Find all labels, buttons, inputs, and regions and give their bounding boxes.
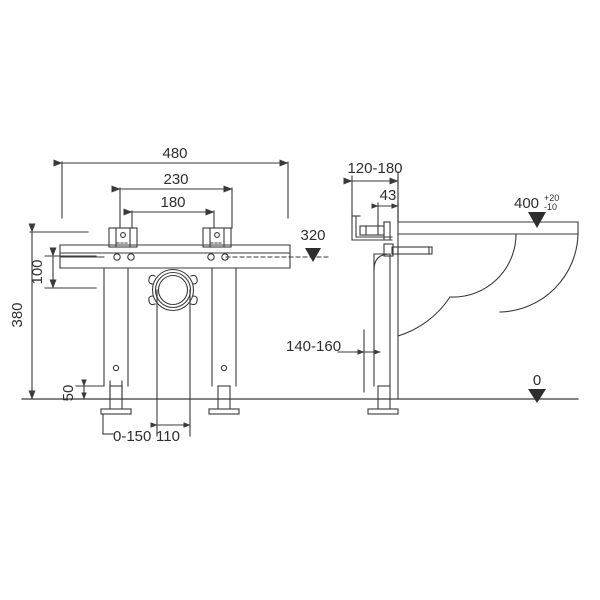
datum-marker-320 xyxy=(305,248,321,262)
dim-line-43 xyxy=(371,202,399,227)
right-foot-plate xyxy=(208,408,240,415)
dimension-foot-extension: 50 xyxy=(60,385,77,402)
left-leg-adjust-hole xyxy=(112,364,120,372)
datum-marker-400 xyxy=(528,212,546,228)
dim-line-230 xyxy=(111,185,233,229)
tolerance-upper: +20 xyxy=(544,193,559,203)
dim-line-140-160 xyxy=(337,329,381,393)
dim-line-50 xyxy=(75,379,105,400)
right-leg-adjust-hole xyxy=(220,364,228,372)
frame-left-leg xyxy=(103,267,129,400)
dim-line-110 xyxy=(150,398,191,437)
mounting-bracket-left xyxy=(108,227,138,261)
dimension-pipe-width: 110 xyxy=(156,428,180,445)
dimension-waste-offset: 140-160 xyxy=(286,338,341,355)
datum-marker-zero xyxy=(528,389,546,403)
side-pedestal-column xyxy=(367,253,399,415)
side-bolt-stud xyxy=(383,243,433,257)
left-foot-plate xyxy=(100,408,132,415)
side-bracket-assembly xyxy=(351,215,393,241)
dimension-centerline-height: 320 xyxy=(300,227,325,244)
dim-line-380 xyxy=(28,223,89,400)
dim-line-100 xyxy=(44,247,97,289)
dimension-basin-height: 400 xyxy=(514,195,539,212)
dimension-mounting-height: 380 xyxy=(9,302,26,327)
mounting-bracket-right xyxy=(202,227,232,261)
dim-line-180 xyxy=(123,208,215,229)
datum-zero-label: 0 xyxy=(533,372,541,389)
dimension-bracket-offset: 43 xyxy=(380,187,397,204)
dim-line-0-150 xyxy=(102,413,114,435)
dimension-overall-width: 480 xyxy=(162,145,187,162)
frame-left-leg-inner-rod xyxy=(109,385,123,410)
tolerance-lower: -10 xyxy=(544,202,557,212)
frame-right-leg-inner-rod xyxy=(217,385,231,410)
basin-top-slab xyxy=(397,221,579,235)
dimension-basin-height-group: 400 +20 -10 xyxy=(514,193,559,212)
waste-pipe-body xyxy=(156,289,191,400)
dimension-leg-adjust: 0-150 xyxy=(113,428,151,445)
basin-bowl-profile xyxy=(397,233,579,337)
dimension-rail-depth: 100 xyxy=(29,259,46,284)
dim-line-480 xyxy=(53,159,289,219)
dimension-bracket-outer: 230 xyxy=(163,171,188,188)
waste-pipe-collar xyxy=(148,268,198,312)
dimension-bracket-inner: 180 xyxy=(160,194,185,211)
dimension-side-depth: 120-180 xyxy=(347,160,402,177)
frame-right-leg xyxy=(211,267,237,387)
